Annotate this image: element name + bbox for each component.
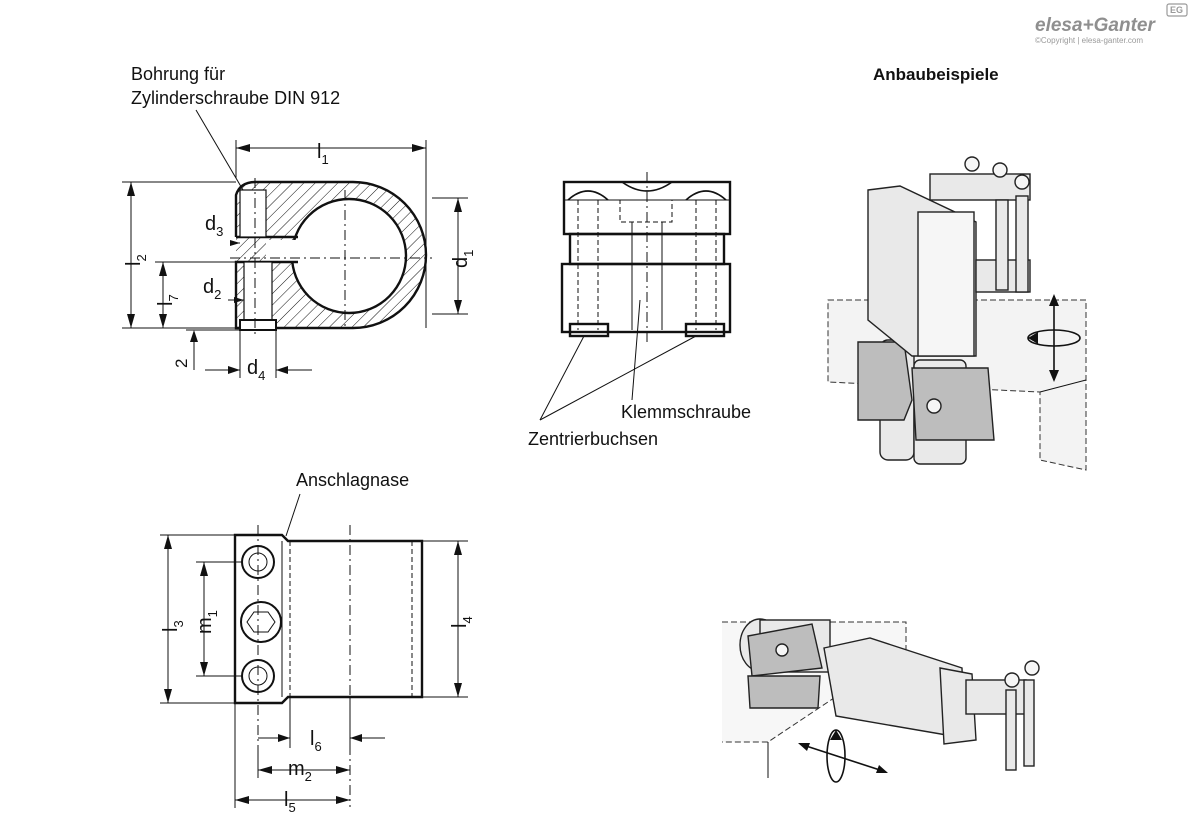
mount-2-screw (775, 643, 789, 657)
top-view: Anschlagnase l3 m1 l4 (160, 470, 475, 815)
m2-label: m2 (288, 758, 312, 784)
top-bushing-bottom-inner (248, 666, 268, 686)
mount-1-nut-2 (992, 162, 1008, 178)
zentrier-leader-2 (539, 335, 697, 421)
mount-2-post-2 (1023, 679, 1035, 767)
front-screw-head (621, 181, 673, 192)
zentrierbuchsen-label: Zentrierbuchsen (528, 429, 658, 449)
m1-arrow-top (200, 562, 208, 576)
l6-arrow-left (278, 734, 290, 742)
mount-1-edge (1039, 379, 1087, 393)
l7-arrow-top (159, 262, 167, 276)
mount-1-nut-3 (1014, 174, 1030, 190)
two-label: 2 (172, 359, 191, 368)
l3-arrow-bottom (164, 689, 172, 703)
upper-bore (239, 189, 267, 238)
top-screw-head (240, 601, 282, 643)
d2-label: d2 (203, 276, 221, 302)
front-screw-hidden (619, 199, 673, 223)
brand-badge-frame (1166, 3, 1188, 17)
mount-1-post-1 (995, 199, 1009, 291)
counterbore (239, 319, 277, 331)
d1-label: d1 (450, 250, 476, 268)
d2-arrow (234, 297, 244, 303)
d1-arrow-top (454, 198, 462, 212)
mount-2-nut-2 (1024, 660, 1040, 676)
l4-arrow-bottom (454, 683, 462, 697)
mounting-example-1 (827, 156, 1087, 471)
d4-arrow-left (228, 366, 240, 374)
d4-arrow-right (276, 366, 288, 374)
bohrung-label-line1: Bohrung für (131, 64, 225, 84)
mount-1-post-2 (1015, 195, 1029, 293)
l4-arrow-top (454, 541, 462, 555)
front-view: Klemmschraube Zentrierbuchsen (528, 172, 751, 449)
l1-arrow-right (412, 144, 426, 152)
l3-label: l3 (160, 620, 186, 632)
zentrier-leader-1 (539, 335, 585, 421)
two-arrow (190, 330, 198, 342)
l5-arrow-right (336, 796, 350, 804)
l6-arrow-right (350, 734, 362, 742)
hex-socket-icon (246, 611, 276, 633)
mount-1-nut-1 (964, 156, 980, 172)
rotation-vertical-axis-icon (1027, 294, 1081, 382)
front-bushing-left (568, 322, 610, 338)
d3-label: d3 (205, 213, 223, 239)
l7-label: l7 (155, 294, 181, 306)
l6-label: l6 (310, 728, 322, 754)
mount-2-clamp-bottom (747, 675, 821, 709)
m1-label: m1 (194, 610, 220, 634)
l2-label: l2 (123, 254, 149, 266)
l5-label: l5 (284, 789, 296, 815)
bohrung-label-line2: Zylinderschraube DIN 912 (131, 88, 340, 108)
l2-arrow-bottom (127, 314, 135, 328)
page-title: Anbaubeispiele (873, 65, 999, 84)
l2-arrow-top (127, 182, 135, 196)
m2-arrow-right (336, 766, 350, 774)
d4-label: d4 (247, 357, 265, 383)
side-section-view: Bohrung für Zylinderschraube DIN 912 l1 (122, 64, 476, 383)
brand-copyright: ©Copyright | elesa-ganter.com (1035, 36, 1143, 45)
bohrung-leader (195, 109, 244, 191)
mounting-example-2 (722, 618, 1040, 783)
l3-arrow-top (164, 535, 172, 549)
front-hole-right (685, 190, 727, 201)
brand-badge: EG (1170, 5, 1183, 15)
anschlagnase-leader (285, 493, 301, 537)
l1-label: l1 (317, 141, 329, 167)
klemm-leader (631, 299, 641, 401)
mount-1-clamp-right (911, 367, 995, 441)
mount-2-nut-1 (1004, 672, 1020, 688)
mount-1-screw (926, 398, 942, 414)
l7-arrow-bottom (159, 314, 167, 328)
front-hole-left (567, 190, 609, 201)
clamp-bore (290, 197, 408, 315)
brand-name: elesa+Ganter (1035, 15, 1156, 36)
d1-arrow-bottom (454, 300, 462, 314)
front-lower-block (560, 262, 732, 334)
klemmschraube-label: Klemmschraube (621, 402, 751, 422)
mount-1-top-plate (929, 173, 1031, 201)
l5-arrow-left (235, 796, 249, 804)
front-bushing-right (684, 322, 726, 338)
l4-label: l4 (449, 616, 475, 628)
body-outline (234, 180, 428, 330)
slot-cut (266, 240, 300, 262)
top-outline (233, 533, 424, 705)
d3-arrow (230, 240, 240, 246)
top-bushing-top-inner (248, 552, 268, 572)
m2-arrow-left (258, 766, 272, 774)
anschlagnase-label: Anschlagnase (296, 470, 409, 490)
rotation-horizontal-axis-icon (798, 729, 888, 783)
mount-2-post-1 (1005, 689, 1017, 771)
l1-arrow-left (236, 144, 250, 152)
mount-1-face (917, 211, 975, 357)
brand-logo: elesa+Ganter EG ©Copyright | elesa-gante… (1035, 3, 1188, 45)
lower-bore (243, 261, 273, 321)
m1-arrow-bottom (200, 662, 208, 676)
mount-1-clamp-left (857, 341, 913, 421)
